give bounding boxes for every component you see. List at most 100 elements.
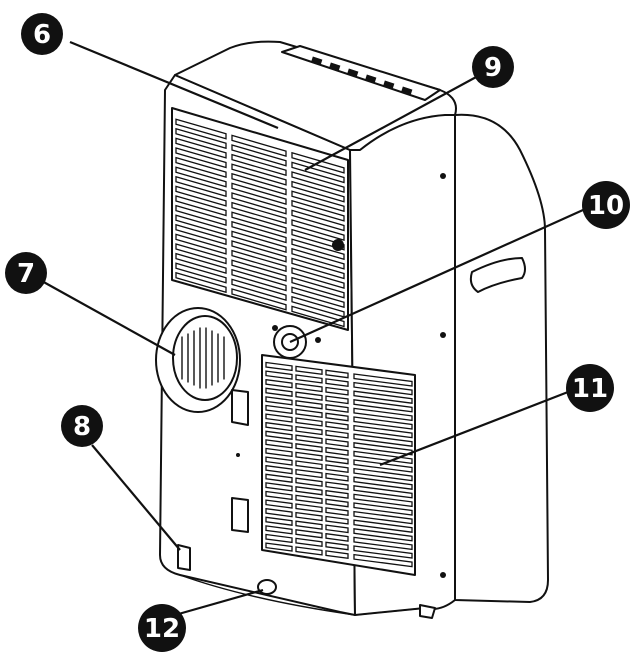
lower-grille-slat [325,464,349,474]
leader-9 [304,75,479,171]
lower-grille-slat [265,482,293,492]
lower-grille-slat [353,485,413,499]
upper-grille-slat [231,163,287,186]
lower-grille-slat [265,464,293,475]
lower-grille-slat [265,421,293,432]
lower-grille-slat [325,421,349,431]
upper-grille-slat [231,192,287,215]
upper-grille-slat [291,228,345,251]
side-handle [332,173,526,578]
control-panel-buttons [311,56,413,95]
lower-grille-slat [353,519,413,533]
lower-grille-slat [265,533,293,544]
upper-grille-slat [231,278,287,301]
upper-grille-slat [175,137,227,159]
upper-grille-slat [291,190,345,213]
lower-grille-slat [353,467,413,482]
lower-grille-slat [353,373,413,387]
leader-6 [69,40,279,130]
upper-grille-slat [291,276,345,299]
upper-grille-slat [291,199,345,222]
lower-grille-slat [325,498,349,508]
upper-grille-slat [175,147,227,169]
exhaust-outlet [155,307,249,426]
lower-grille-slat [265,387,293,397]
lower-grille-slat [265,525,293,535]
lower-grille-slat [265,456,293,466]
upper-grille-slat [175,175,227,198]
lower-grille-slat [295,434,323,444]
upper-grille-slat [231,240,287,263]
lower-grille-slat [325,446,349,456]
svg-text:12: 12 [144,614,180,644]
lower-grille-slat [353,459,413,473]
lower-grille-slat [353,493,413,508]
lower-grille-slat [295,511,323,522]
callout-12: 12 [138,604,186,652]
upper-grille-slat [231,134,287,157]
lower-grille-slat [353,381,413,396]
lower-grille-slat [325,412,349,422]
leader-12 [174,588,264,617]
lower-grille-slat [295,417,323,427]
lower-grille-slat [295,400,323,410]
callout-7: 7 [5,252,47,294]
upper-grille-slat [231,201,287,225]
lower-grille-slat [295,468,323,479]
lower-grille-slat [295,460,323,470]
leader-11 [379,390,569,467]
lower-grille-slat [353,450,413,465]
upper-grille-slat [175,204,227,226]
upper-grille-slat [175,185,227,207]
lower-grille-slat [325,489,349,499]
lower-grille-slat [353,433,413,447]
upper-grille-slat [231,153,287,177]
lower-grille-slat [265,516,293,526]
lower-grille-slat [295,503,323,513]
upper-grille-slat [231,230,287,253]
lower-grille-slat [325,429,349,439]
callout-9: 9 [472,46,514,88]
lower-grille-slat [325,532,349,542]
lower-grille-slat [265,413,293,423]
upper-air-filter-grille [171,107,349,331]
upper-grille-slat [175,166,227,188]
lower-grille-slat [353,502,413,516]
leader-7 [39,279,176,356]
lower-grille-slat [265,490,293,501]
upper-grille-slat [175,252,227,274]
callout-6: 6 [21,13,63,55]
upper-grille-slat [231,259,287,282]
upper-grille-slat [175,271,227,294]
lower-grille-slat [295,391,323,401]
lower-grille-slat [325,541,349,551]
control-panel [281,45,441,101]
svg-text:8: 8 [73,412,91,442]
lower-grille-slat [325,507,349,517]
lower-grille-slat [353,399,413,413]
upper-grille-slat [291,219,345,241]
upper-grille-slat [175,243,227,265]
upper-grille-slat [291,286,345,309]
lower-air-filter-grille [261,354,416,576]
lower-grille-slat [353,553,413,568]
upper-grille-slat [231,220,287,244]
lower-grille-slat [353,545,413,559]
upper-grille-slat [175,127,227,150]
lower-grille-slat [325,403,349,413]
upper-grille-slat [291,180,345,203]
svg-text:6: 6 [33,20,51,50]
leader-10 [289,208,584,344]
upper-grille-slat [175,223,227,246]
upper-grille-slat [175,214,227,236]
callout-10: 10 [582,181,630,229]
upper-grille-slat [291,305,345,328]
lower-grille-slat [295,374,323,384]
lower-grille-slat [295,546,323,556]
lower-grille-slat [325,378,349,388]
lower-grille-slat [325,369,349,379]
lower-grille-slat [265,473,293,483]
lower-grille-slat [325,395,349,405]
lower-grille-slat [353,536,413,551]
